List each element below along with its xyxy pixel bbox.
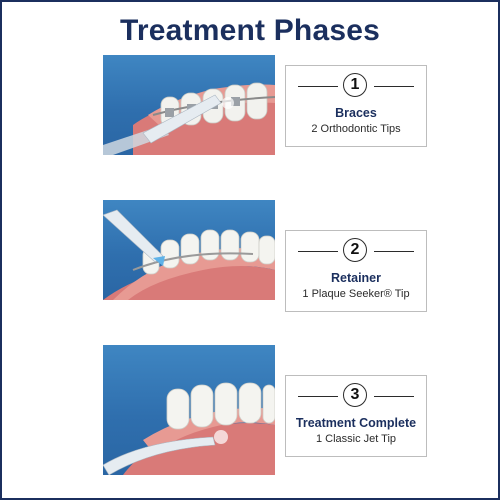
phase-number-badge: 1 <box>343 73 367 97</box>
phase-name: Retainer <box>330 271 382 285</box>
phase-detail: 1 Classic Jet Tip <box>315 433 397 445</box>
divider-line <box>374 86 414 87</box>
phase-name: Treatment Complete <box>295 416 417 430</box>
phase-name: Braces <box>335 106 377 120</box>
retainer-teeth-illustration <box>103 200 275 300</box>
phase-card-1: 1 Braces 2 Orthodontic Tips <box>285 65 427 147</box>
phase-number-badge: 3 <box>343 383 367 407</box>
divider-line <box>298 396 338 397</box>
divider-line <box>298 251 338 252</box>
phase-detail: 1 Plaque Seeker® Tip <box>302 288 410 300</box>
divider-line <box>374 396 414 397</box>
phase-detail: 2 Orthodontic Tips <box>311 123 401 135</box>
divider-line <box>374 251 414 252</box>
divider-line <box>298 86 338 87</box>
phase-card-3: 3 Treatment Complete 1 Classic Jet Tip <box>285 375 427 457</box>
phase-number-badge: 2 <box>343 238 367 262</box>
phase-card-2: 2 Retainer 1 Plaque Seeker® Tip <box>285 230 427 312</box>
braces-teeth-illustration <box>103 55 275 155</box>
complete-teeth-illustration <box>103 345 275 475</box>
page-title: Treatment Phases <box>120 14 380 47</box>
